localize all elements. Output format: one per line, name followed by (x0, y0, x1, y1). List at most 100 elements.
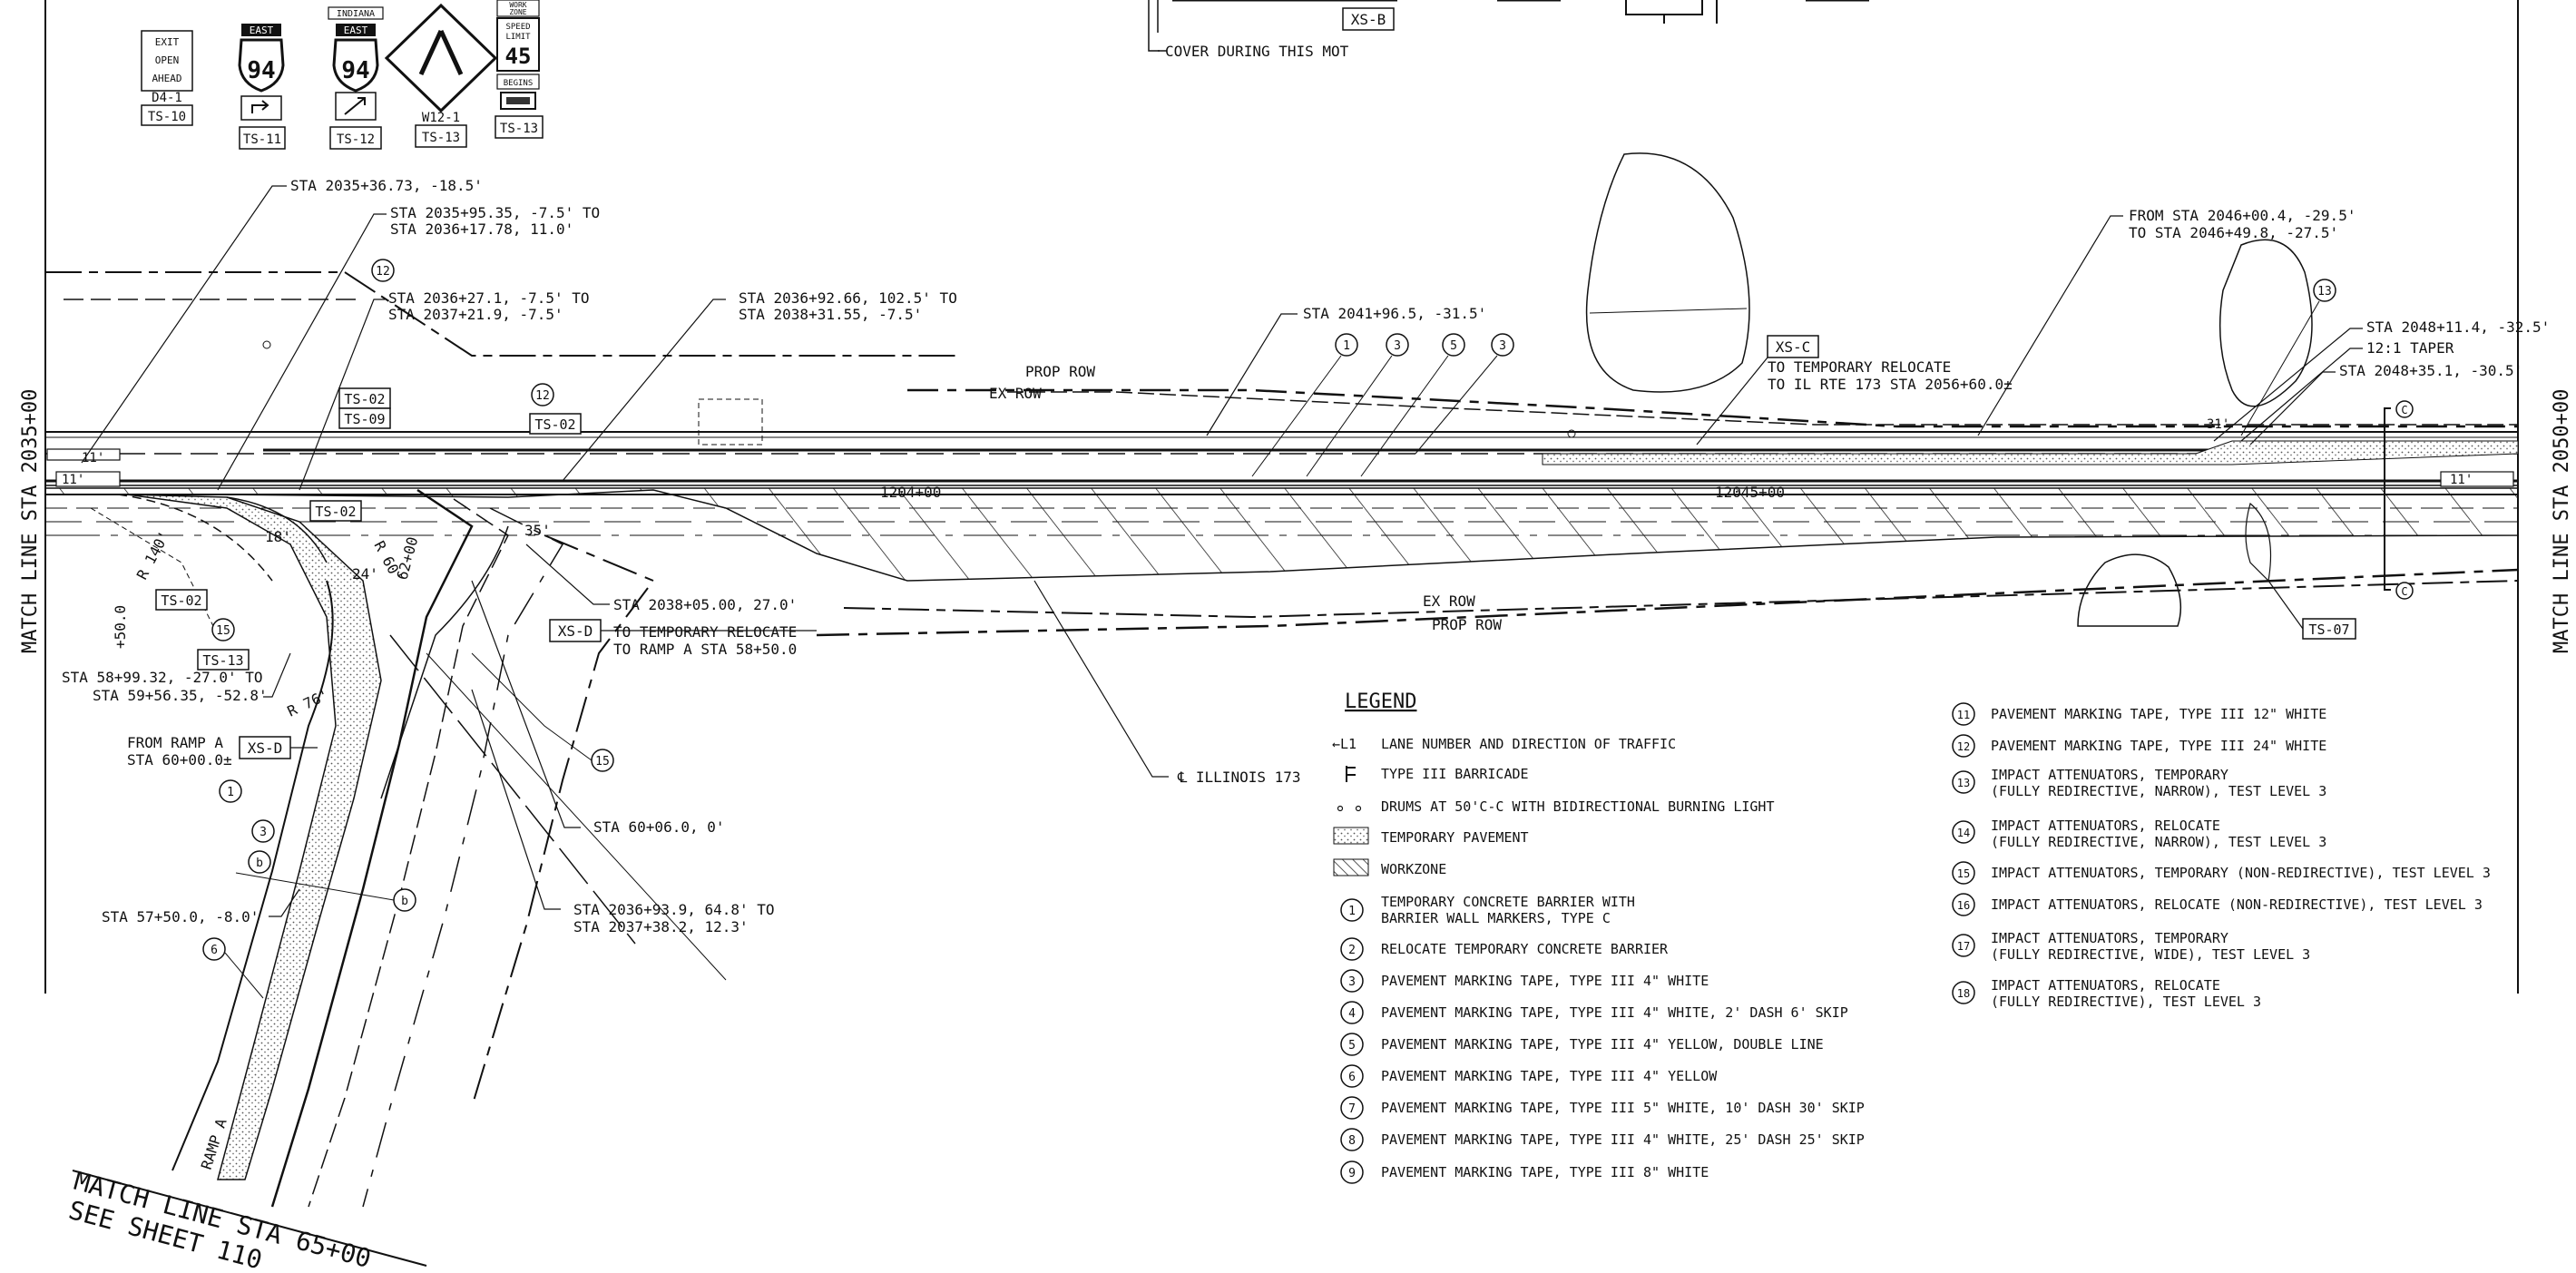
callout-relocate-ramp-1: TO TEMPORARY RELOCATE (613, 623, 797, 641)
callout-sta-2048-35: STA 2048+35.1, -30.5' (2339, 362, 2522, 379)
callout-sta-2048-11: STA 2048+11.4, -32.5' (2366, 318, 2550, 336)
drum-icon (1337, 805, 1344, 812)
legend-num-3: 3 (1348, 975, 1356, 989)
legend-title: LEGEND (1345, 690, 1416, 713)
ex-row-label-2: EX ROW (1423, 592, 1475, 610)
route-94-label: 94 (247, 57, 275, 84)
legend-item-5: PAVEMENT MARKING TAPE, TYPE III 4" YELLO… (1381, 1036, 1824, 1053)
legend-item-7: PAVEMENT MARKING TAPE, TYPE III 5" WHITE… (1381, 1100, 1865, 1116)
keynote-13: 13 (2317, 285, 2332, 299)
exit-open-ahead-sign (141, 30, 193, 92)
cover-note: COVER DURING THIS MOT (1165, 43, 1349, 60)
callout-sta-2041-96: STA 2041+96.5, -31.5' (1303, 305, 1486, 322)
ramp-station-62: 62+00 (394, 535, 422, 582)
legend-item-9: PAVEMENT MARKING TAPE, TYPE III 8" WHITE (1381, 1164, 1709, 1180)
tag-ts02-d: TS-02 (161, 592, 201, 609)
callout-from-sta-2046: FROM STA 2046+00.4, -29.5' (2129, 207, 2356, 224)
dim-18: 18' (265, 528, 291, 545)
legend-barricade-label: TYPE III BARRICADE (1381, 766, 1529, 782)
tag-ts07: TS-07 (2308, 622, 2349, 638)
sign-reference-tags: TS-02 TS-09 TS-02 TS-02 TS-02 TS-13 TS-0… (155, 387, 2414, 671)
legend-num-7: 7 (1348, 1102, 1356, 1116)
keynote-3: 3 (1394, 339, 1401, 353)
legend-num-16: 16 (1957, 899, 1970, 912)
turn-arrow-icon (251, 100, 269, 113)
tag-ts09: TS-09 (344, 411, 385, 427)
east-label: EAST (250, 24, 274, 36)
ahead-line: AHEAD (152, 73, 181, 84)
legend-num-6: 6 (1348, 1071, 1356, 1084)
route-94-label-2: 94 (341, 57, 369, 84)
ex-row-label: EX ROW (989, 385, 1042, 402)
callout-sta-2037-38: STA 2037+38.2, 12.3' (573, 918, 749, 935)
ts13b-label: TS-13 (500, 122, 538, 136)
lane-width-11-left-2: 11' (62, 473, 84, 487)
sign-code-d41: D4-1 (152, 91, 182, 105)
legend-item-4: PAVEMENT MARKING TAPE, TYPE III 4" WHITE… (1381, 1004, 1848, 1021)
ts10-label: TS-10 (148, 110, 186, 124)
prop-row-label: PROP ROW (1025, 363, 1095, 380)
tag-ts02-a: TS-02 (344, 391, 385, 407)
keynote-b-b: b (401, 895, 408, 908)
pond-outline (1585, 152, 1750, 393)
zone-label: ZONE (509, 8, 526, 16)
station-12045: 12045+00 (1715, 484, 1785, 501)
legend-item-6: PAVEMENT MARKING TAPE, TYPE III 4" YELLO… (1381, 1068, 1718, 1084)
legend-temp-pavement-label: TEMPORARY PAVEMENT (1381, 829, 1529, 846)
tree-outline (2218, 239, 2313, 407)
ramp-a-roadway: R 140' R 76' R 60' 18' 24' 35' 31' +50.0… (90, 417, 2229, 1208)
xs-b-label: XS-B (1351, 11, 1386, 28)
callout-sta-2038-31: STA 2038+31.55, -7.5' (739, 306, 922, 323)
legend-item-17: IMPACT ATTENUATORS, TEMPORARY (1991, 930, 2228, 946)
keynote-15-b: 15 (595, 755, 610, 769)
legend-num-17: 17 (1957, 940, 1970, 953)
sign-schedule: EXIT OPEN AHEAD D4-1 TS-10 EAST 94 TS-11… (141, 0, 544, 150)
tag-ts02-c: TS-02 (315, 504, 356, 520)
right-of-way-lines: PROP ROW EX ROW EX ROW PROP ROW (45, 271, 2519, 637)
legend-workzone-label: WORKZONE (1381, 861, 1446, 877)
diagonal-arrow-icon (344, 97, 366, 115)
exit-line: EXIT (155, 36, 180, 48)
callout-sta-60-00: STA 60+00.0± (127, 751, 232, 769)
callout-taper: 12:1 TAPER (2366, 339, 2454, 357)
work-label: WORK (509, 1, 526, 9)
callout-sta-2036-93: STA 2036+93.9, 64.8' TO (573, 901, 775, 918)
ts13-label: TS-13 (422, 131, 460, 145)
callout-sta-2036-17: STA 2036+17.78, 11.0' (390, 220, 573, 238)
xs-d-label: XS-D (558, 622, 593, 640)
callout-sta-2037-21: STA 2037+21.9, -7.5' (388, 306, 563, 323)
keynote-3-c: 3 (260, 826, 267, 839)
legend-item-18: IMPACT ATTENUATORS, RELOCATE (1991, 977, 2220, 994)
speed-limit-sign (496, 17, 540, 72)
tag-ts13: TS-13 (202, 652, 243, 669)
centerline-mark-bottom: C (2401, 585, 2407, 598)
legend: LEGEND ←L1 LANE NUMBER AND DIRECTION OF … (1332, 690, 2491, 1184)
station-plus-50: +50.0 (112, 605, 129, 649)
legend-num-18: 18 (1957, 987, 1970, 1000)
interstate-shield-icon (238, 38, 285, 93)
legend-num-13: 13 (1957, 777, 1970, 789)
ts11-label: TS-11 (243, 132, 281, 147)
keynote-12-b: 12 (535, 389, 550, 403)
legend-item-14: IMPACT ATTENUATORS, RELOCATE (1991, 818, 2220, 834)
legend-lane-label: LANE NUMBER AND DIRECTION OF TRAFFIC (1381, 736, 1676, 752)
callout-sta-2036-27: STA 2036+27.1, -7.5' TO (388, 289, 590, 307)
pond-outline-2 (2077, 553, 2182, 627)
legend-num-15: 15 (1957, 867, 1970, 880)
callout-sta-57-50: STA 57+50.0, -8.0' (102, 908, 259, 925)
legend-item-11: PAVEMENT MARKING TAPE, TYPE III 12" WHIT… (1991, 706, 2326, 722)
ramp-temporary-pavement (126, 494, 382, 1180)
xs-d-label-2: XS-D (248, 739, 283, 757)
workzone-swatch (1333, 858, 1369, 876)
barricade-icon (1346, 766, 1356, 782)
callout-relocate-ramp-2: TO RAMP A STA 58+50.0 (613, 641, 797, 658)
legend-item-13: IMPACT ATTENUATORS, TEMPORARY (1991, 767, 2228, 783)
keynote-5: 5 (1450, 339, 1457, 353)
legend-item-14-line2: (FULLY REDIRECTIVE, NARROW), TEST LEVEL … (1991, 834, 2326, 850)
legend-item-8: PAVEMENT MARKING TAPE, TYPE III 4" WHITE… (1381, 1131, 1865, 1148)
legend-lane-symbol: ←L1 (1332, 736, 1357, 752)
legend-num-14: 14 (1957, 827, 1970, 839)
dim-35: 35' (524, 522, 551, 539)
w12-1-code: W12-1 (422, 111, 460, 125)
legend-item-15: IMPACT ATTENUATORS, TEMPORARY (NON-REDIR… (1991, 865, 2491, 881)
